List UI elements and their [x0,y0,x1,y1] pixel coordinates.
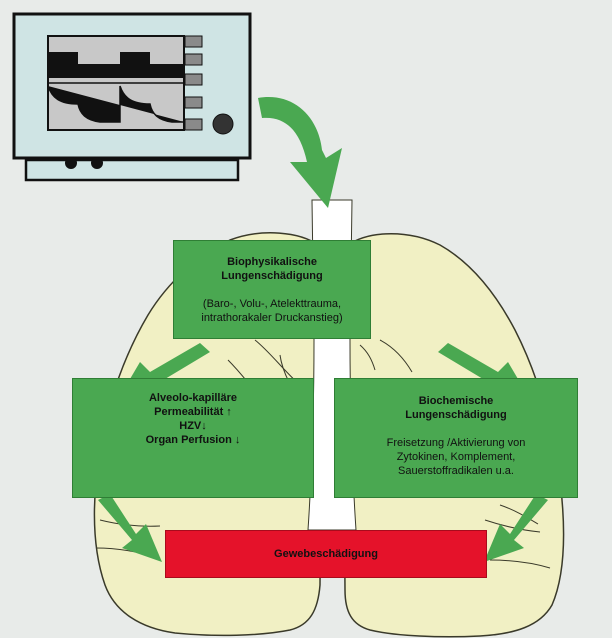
tissue-damage-label: Gewebeschädigung [274,548,378,560]
box-biophysical-damage: Biophysikalische Lungenschädigung (Baro-… [173,240,371,339]
alveolo-line1: Alveolo-kapilläre [148,392,238,404]
alveolo-line4: Organ Perfusion ↓ [145,434,241,446]
biophysical-detail-line2: intrathorakaler Druckanstieg) [201,312,343,324]
biochemical-title-line2: Lungenschädigung [405,409,507,421]
box-alveolo-capillary: Alveolo-kapilläre Permeabilität ↑ HZV↓ O… [72,378,314,498]
box-biochemical-damage: Biochemische Lungenschädigung Freisetzun… [334,378,578,498]
biochemical-detail-line1: Freisetzung /Aktivierung von [386,437,526,449]
biophysical-title-line2: Lungenschädigung [221,270,323,282]
biochemical-title-line1: Biochemische [418,395,494,407]
biochemical-detail-line3: Sauerstoffradikalen u.a. [398,465,514,477]
box-tissue-damage: Gewebeschädigung [165,530,487,578]
arrow-alveolo-to-damage [98,494,162,562]
biophysical-detail-line1: (Baro-, Volu-, Atelekttrauma, [202,298,342,310]
arrow-monitor-to-biophysical [258,97,342,208]
alveolo-line3: HZV↓ [179,420,207,432]
biochemical-detail-line2: Zytokinen, Komplement, [396,451,516,463]
ventilator-monitor-icon [12,12,252,182]
alveolo-line2: Permeabilität ↑ [154,406,232,418]
biophysical-title-line1: Biophysikalische [227,256,317,268]
arrow-biochemical-to-damage [484,494,548,562]
